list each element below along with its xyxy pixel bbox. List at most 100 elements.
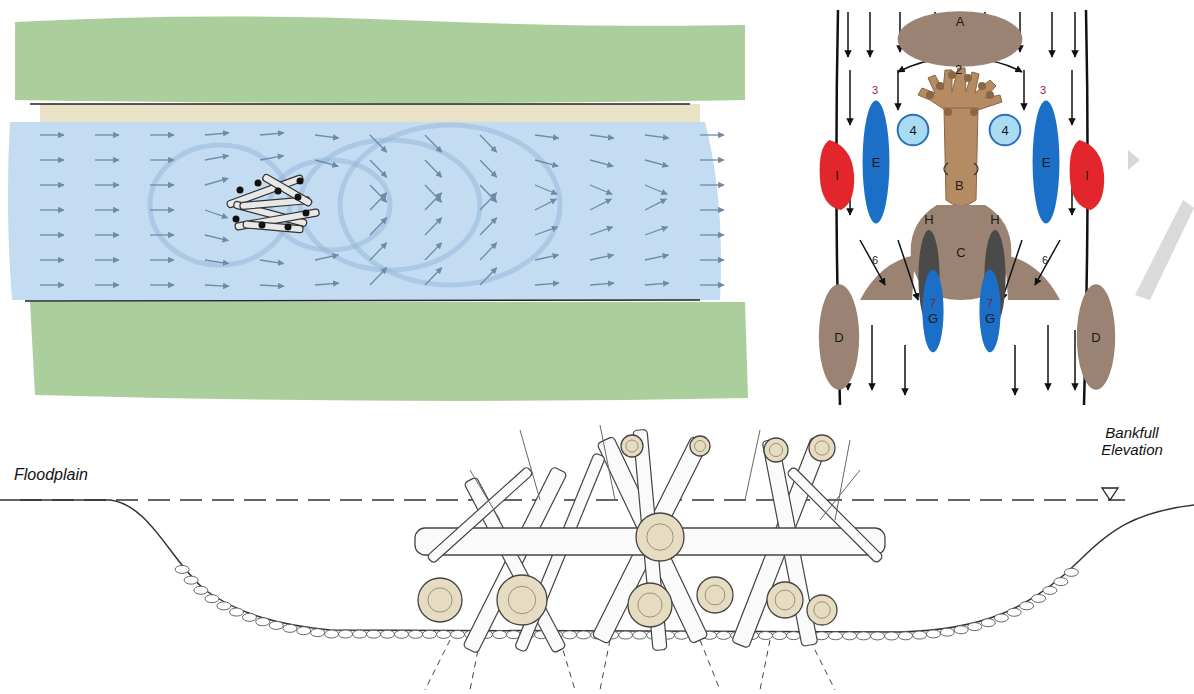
cobble [994,614,1008,622]
flow-arrow [260,260,284,264]
flow-arrow [869,12,871,57]
callout-letter: 4 [909,123,916,138]
flow-arrow [315,255,338,260]
callout-zone: 4 [897,114,929,146]
flow-arrow [1071,70,1073,125]
zone-text: 7G [922,268,944,354]
water [8,122,721,300]
zone-fill [921,263,945,359]
zone-fill [819,284,859,390]
cobble [577,631,591,639]
log-end [636,513,684,561]
pile [760,640,770,690]
callout-zone: 7G [922,268,944,354]
flow-arrow [849,70,851,125]
cobble [437,630,451,638]
flow-arrow [480,218,497,235]
log-end [807,595,837,625]
log [786,466,883,563]
cobble [926,630,940,638]
eddy-swirl [944,163,948,175]
cobble [787,632,801,640]
log-ring [638,593,662,617]
cobble [773,632,787,640]
zone-fill [1033,101,1060,224]
flow-arrow [40,159,64,160]
flow-arrow [425,268,442,285]
zone-fill [1077,284,1115,390]
flow-arrow [480,193,497,210]
flow-arrow [860,240,885,285]
cobble [230,608,244,616]
callout-letter: 7 [930,296,936,311]
flow-arrow [535,185,557,194]
log-jam [226,173,319,233]
cobble [1064,568,1078,576]
zone-text: I [1068,140,1106,210]
zone-fill [1070,140,1105,210]
root-knot [275,188,282,195]
flow-arrow [480,268,497,285]
zone-text: 7G [979,268,1001,354]
root-knot [986,91,994,99]
elevation-symbol [1102,488,1118,500]
flow-arrow [480,243,497,260]
cobble [563,631,577,639]
flow-arrow [95,159,119,160]
flow-arrow [1047,325,1049,390]
sediment-wedge [1005,255,1060,300]
flow-arrow [40,284,64,285]
flow-arrow [315,135,339,138]
flow-arrow [1035,240,1060,285]
flow-arrow [150,259,174,260]
zone-text: E [862,98,890,226]
callout-letter: 4 [1001,123,1008,138]
flow-arrow [315,160,338,166]
flow-arrow [1074,12,1076,57]
log-ring [814,602,831,619]
flow-arrow [150,184,174,185]
cobble [899,632,913,640]
flow-arrow [425,243,442,260]
callout-zone: D [1076,282,1116,392]
log-end [628,583,672,627]
flow-arrow [150,134,174,135]
flow-arrow [700,159,724,160]
flow-arrow [425,135,442,152]
flow-arrow [700,234,724,235]
cobble [493,631,507,639]
cobble [954,626,968,634]
zone-text: E [1032,98,1060,226]
flow-arrow [260,156,284,160]
callout-number: 2 [955,62,962,77]
cobble [283,624,297,632]
cobble [451,630,465,638]
cobble [409,630,423,638]
flow-arrow [480,135,497,152]
flow-arrow [645,135,669,138]
flow-arrow [645,160,668,166]
flow-arrow [95,259,119,260]
flow-arrow [480,185,497,202]
callout-letter: E [872,155,881,170]
root-knot [285,224,292,231]
flow-arrow [645,199,666,210]
flow-arrow [370,135,387,152]
zone-text: I [818,140,856,210]
cobble [1007,608,1021,616]
flow-arrow [205,235,228,241]
root-knot [297,178,304,185]
flow-arrow [95,184,119,185]
cobble [353,630,367,638]
eddy [340,125,560,285]
flow-arrow [150,159,174,160]
zone-fill [820,140,855,210]
cobble [217,602,231,610]
tree-illustration [918,68,1002,206]
flow-arrow [205,178,228,185]
root-knot [295,194,302,201]
flow-arrow [480,160,497,177]
brush-twig [820,470,860,520]
flow-arrow [590,199,611,210]
flow-arrow [700,134,724,135]
